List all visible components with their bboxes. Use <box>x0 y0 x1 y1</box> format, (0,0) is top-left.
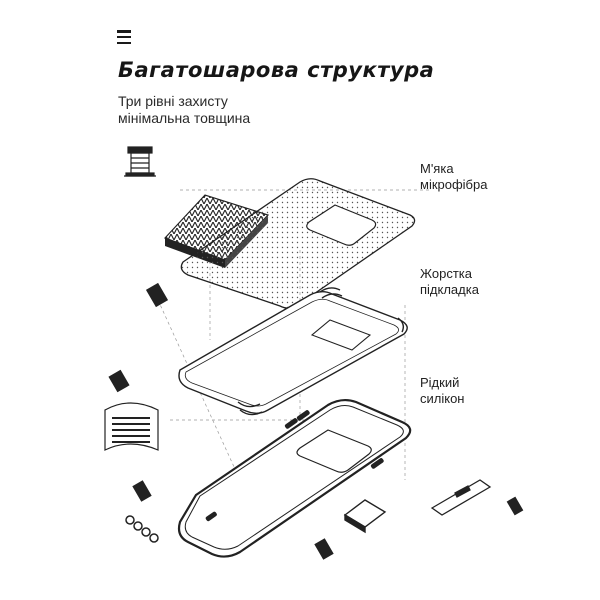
buttons-detail-icon <box>125 515 159 543</box>
camera-insert-icon <box>343 499 387 534</box>
layer-label-line-1: Жорстка <box>420 266 472 281</box>
callout-marks <box>108 282 524 560</box>
microfiber-layer <box>180 178 416 309</box>
subtitle-line-1: Три рівні захисту <box>118 93 228 109</box>
layer-label-line-1: Рідкий <box>420 375 460 390</box>
menu-icon[interactable] <box>117 30 131 44</box>
hard-backing-layer <box>178 287 408 416</box>
layer-label-hard-backing: Жорстка підкладка <box>420 266 479 298</box>
layer-label-line-2: мікрофібра <box>420 177 488 192</box>
page-title: Багатошарова структура <box>118 58 435 82</box>
layer-label-line-1: М'яка <box>420 161 454 176</box>
layer-label-liquid-silicone: Рідкий силікон <box>420 375 464 407</box>
layer-label-line-2: силікон <box>420 391 465 406</box>
layer-label-line-2: підкладка <box>420 282 479 297</box>
edge-detail-icon <box>104 402 159 451</box>
tower-icon <box>124 146 156 177</box>
silicone-layer <box>177 398 412 558</box>
side-button-detail-icon <box>430 479 492 516</box>
layer-label-microfiber: М'яка мікрофібра <box>420 161 487 193</box>
page-subtitle: Три рівні захисту мінімальна товщина <box>118 93 250 127</box>
subtitle-line-2: мінімальна товщина <box>118 110 251 126</box>
